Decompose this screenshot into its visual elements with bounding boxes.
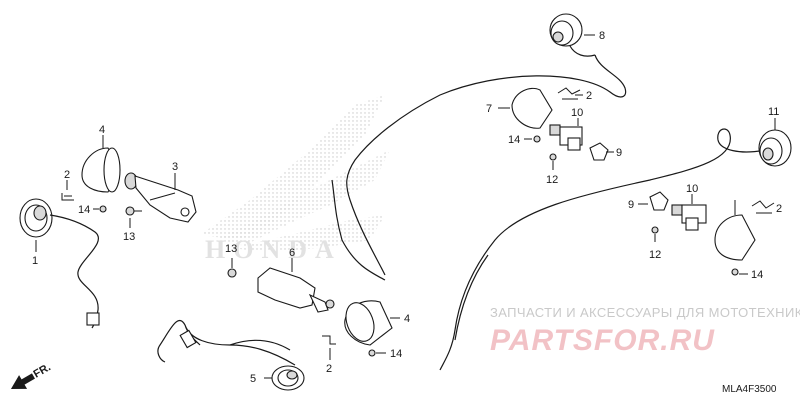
callout-10-top: 10 [571, 107, 583, 119]
part-1-socket [19, 198, 100, 329]
part-2-clip-right [751, 200, 775, 214]
part-14-screw-right [731, 268, 739, 276]
callout-4-left: 4 [99, 124, 105, 136]
part-2-clip-center [322, 335, 336, 345]
callout-11: 11 [768, 106, 779, 118]
callout-7: 7 [486, 103, 492, 115]
part-3-lamp-body [124, 172, 197, 223]
callout-2-center: 2 [326, 363, 332, 375]
callout-14-center: 14 [390, 348, 402, 360]
part-2-clip-left [61, 193, 74, 201]
front-direction-arrow-icon [10, 373, 35, 389]
part-14-screw-top [533, 135, 541, 143]
part-4-lens-center [344, 300, 393, 346]
honda-logo-text: HONDA [205, 235, 342, 264]
part-4-lens-right [714, 214, 756, 261]
callout-12-right: 12 [649, 249, 661, 261]
part-7-lens [511, 87, 553, 129]
watermark-tagline: ЗАПЧАСТИ И АКСЕССУАРЫ ДЛЯ МОТОТЕХНИКИ [490, 305, 800, 320]
callout-14-right: 14 [751, 269, 763, 281]
wiring-harness [331, 54, 766, 371]
part-10-bulb-top [549, 124, 583, 151]
part-12-screw-right [651, 226, 659, 234]
callout-4-center: 4 [404, 313, 410, 325]
part-9-bulb-top [589, 142, 609, 161]
callout-9-right: 9 [628, 199, 634, 211]
callout-12-top: 12 [546, 174, 558, 186]
part-14-screw-center [368, 349, 376, 357]
callout-8: 8 [599, 30, 605, 42]
callout-5: 5 [250, 373, 256, 385]
part-2-clip-top [557, 87, 581, 100]
front-direction-label: FR. [32, 361, 53, 380]
callout-10-right: 10 [686, 183, 698, 195]
callout-1: 1 [32, 255, 38, 267]
callout-14-left: 14 [78, 204, 90, 216]
callout-13-center: 13 [225, 243, 237, 255]
callout-2-left: 2 [64, 169, 70, 181]
honda-wing-logo: HONDA [200, 95, 390, 264]
part-11-socket [758, 129, 792, 167]
callout-2-right: 2 [776, 203, 782, 215]
callout-13-left: 13 [123, 231, 135, 243]
part-4-lens-left [81, 147, 121, 193]
part-14-screw-left [99, 205, 107, 213]
callout-2-top: 2 [586, 90, 592, 102]
part-12-screw-top [549, 153, 557, 161]
callout-9-top: 9 [616, 147, 622, 159]
diagram-code: MLA4F3500 [722, 384, 777, 395]
watermark-brand: PARTSFOR.RU [490, 324, 715, 357]
part-6-lamp-body [257, 267, 335, 313]
callout-3: 3 [172, 161, 178, 173]
part-8-socket [549, 13, 596, 57]
part-9-bulb-right [649, 191, 669, 211]
part-5-socket [157, 319, 305, 391]
part-13-bolt-center [227, 268, 237, 278]
callout-14-top: 14 [508, 134, 520, 146]
part-10-bulb-right [671, 204, 707, 231]
callout-6: 6 [289, 247, 295, 259]
part-13-bolt-left [125, 206, 142, 216]
